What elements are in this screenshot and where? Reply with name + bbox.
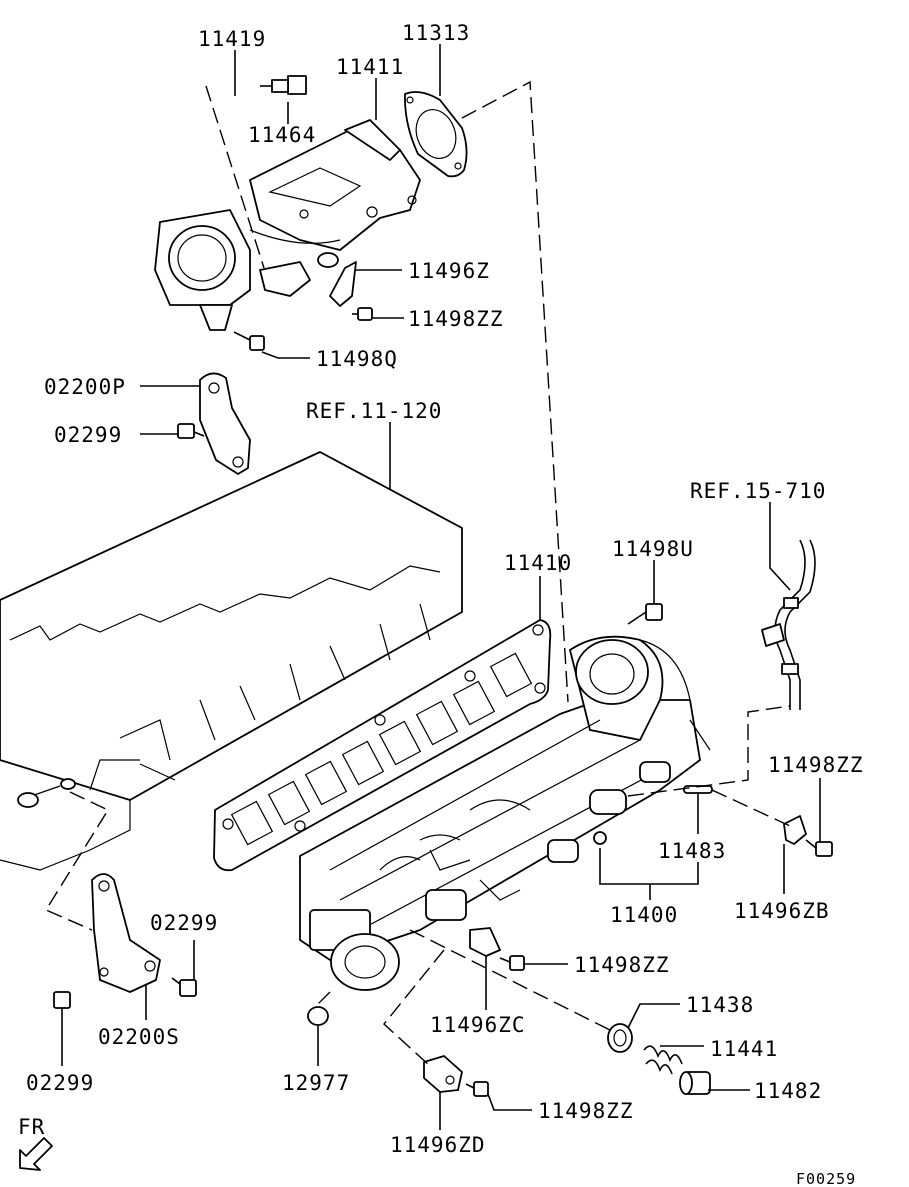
label-11498q: 11498Q xyxy=(316,347,398,371)
label-11496z: 11496Z xyxy=(408,259,490,283)
label-11464: 11464 xyxy=(248,123,316,147)
front-direction-arrow xyxy=(19,1137,53,1171)
label-ref-11-120: REF.11-120 xyxy=(306,399,442,423)
label-11496zb: 11496ZB xyxy=(734,899,830,923)
label-02200s: 02200S xyxy=(98,1025,180,1049)
label-fr: FR xyxy=(18,1115,45,1139)
intake-gasket xyxy=(213,619,552,872)
cap-12977 xyxy=(307,1006,329,1026)
leader-lines xyxy=(61,44,821,1130)
label-11496zc: 11496ZC xyxy=(430,1013,526,1037)
bracket-02200p xyxy=(199,372,251,475)
label-11411: 11411 xyxy=(336,55,404,79)
bolt-11498zz-mid xyxy=(499,955,525,971)
label-11438: 11438 xyxy=(686,993,754,1017)
label-11496zd: 11496ZD xyxy=(390,1133,486,1157)
assembly-lines xyxy=(44,80,791,1067)
sensor-11464 xyxy=(260,75,307,95)
intake-manifold xyxy=(299,635,711,991)
bolt-11498zz-top xyxy=(352,307,373,321)
bolt-02299-top xyxy=(177,423,205,439)
egr-housing xyxy=(154,119,421,331)
figure-code: F00259 xyxy=(796,1170,856,1187)
o-ring-11438 xyxy=(607,1023,633,1053)
spring-11441 xyxy=(643,1045,683,1075)
bracket-11496zd xyxy=(423,1055,463,1093)
label-11498zz-right: 11498ZZ xyxy=(768,753,864,777)
label-02299-mid: 02299 xyxy=(150,911,218,935)
label-12977: 12977 xyxy=(282,1071,350,1095)
label-02299-top: 02299 xyxy=(54,423,122,447)
plug-11482 xyxy=(679,1071,711,1095)
label-11313: 11313 xyxy=(402,21,470,45)
label-11482: 11482 xyxy=(754,1079,822,1103)
label-11410: 11410 xyxy=(504,551,572,575)
bolt-02299-left xyxy=(53,991,71,1014)
label-ref-15-710: REF.15-710 xyxy=(690,479,826,503)
vacuum-hose xyxy=(761,539,816,710)
bracket-11496zb xyxy=(783,815,807,845)
bolt-11498u xyxy=(627,603,663,625)
bolt-11498zz-bottom xyxy=(465,1081,489,1097)
label-02299-bottom: 02299 xyxy=(26,1071,94,1095)
label-11419: 11419 xyxy=(198,27,266,51)
label-11498zz-mid: 11498ZZ xyxy=(574,953,670,977)
label-11498zz-bottom: 11498ZZ xyxy=(538,1099,634,1123)
bolt-02299-right xyxy=(171,977,197,997)
bolt-11498q xyxy=(233,331,265,351)
bracket-02200s xyxy=(91,873,161,993)
label-11483: 11483 xyxy=(658,839,726,863)
bracket-11496zc xyxy=(469,927,501,957)
label-11498zz-top: 11498ZZ xyxy=(408,307,504,331)
bolt-11498zz-right xyxy=(805,839,833,857)
label-02200p: 02200P xyxy=(44,375,126,399)
label-11498u: 11498U xyxy=(612,537,694,561)
egr-gasket xyxy=(404,91,468,178)
cylinder-head-block xyxy=(0,451,463,871)
bracket-11496z xyxy=(329,261,357,307)
label-11441: 11441 xyxy=(710,1037,778,1061)
label-11400: 11400 xyxy=(610,903,678,927)
